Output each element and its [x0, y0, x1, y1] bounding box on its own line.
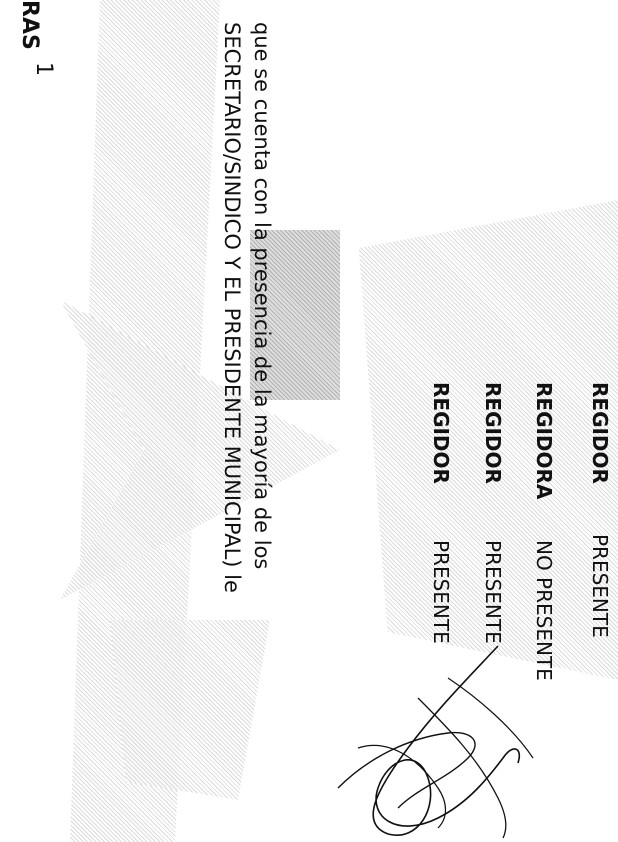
attendance-role-1: REGIDOR: [588, 382, 612, 484]
watermark-building: [250, 230, 340, 400]
body-line-1: que se cuenta con la presencia de la may…: [250, 22, 274, 570]
signature-icon: [337, 645, 534, 839]
attendance-status-3: PRESENTE: [481, 540, 505, 644]
attendance-role-4: REGIDOR: [429, 382, 453, 484]
body-line-2: SECRETARIO/SINDICO Y EL PRESIDENTE MUNIC…: [220, 22, 244, 593]
attendance-status-4: PRESENTE: [429, 540, 453, 644]
watermark-lower: [110, 620, 270, 800]
attendance-status-1: PRESENTE: [588, 534, 612, 638]
attendance-role-2: REGIDORA: [532, 382, 556, 500]
header-fragment: RAS: [17, 0, 42, 50]
attendance-role-3: REGIDOR: [481, 382, 505, 484]
watermark-block-right: [358, 200, 618, 680]
page-number: 1: [31, 62, 56, 76]
